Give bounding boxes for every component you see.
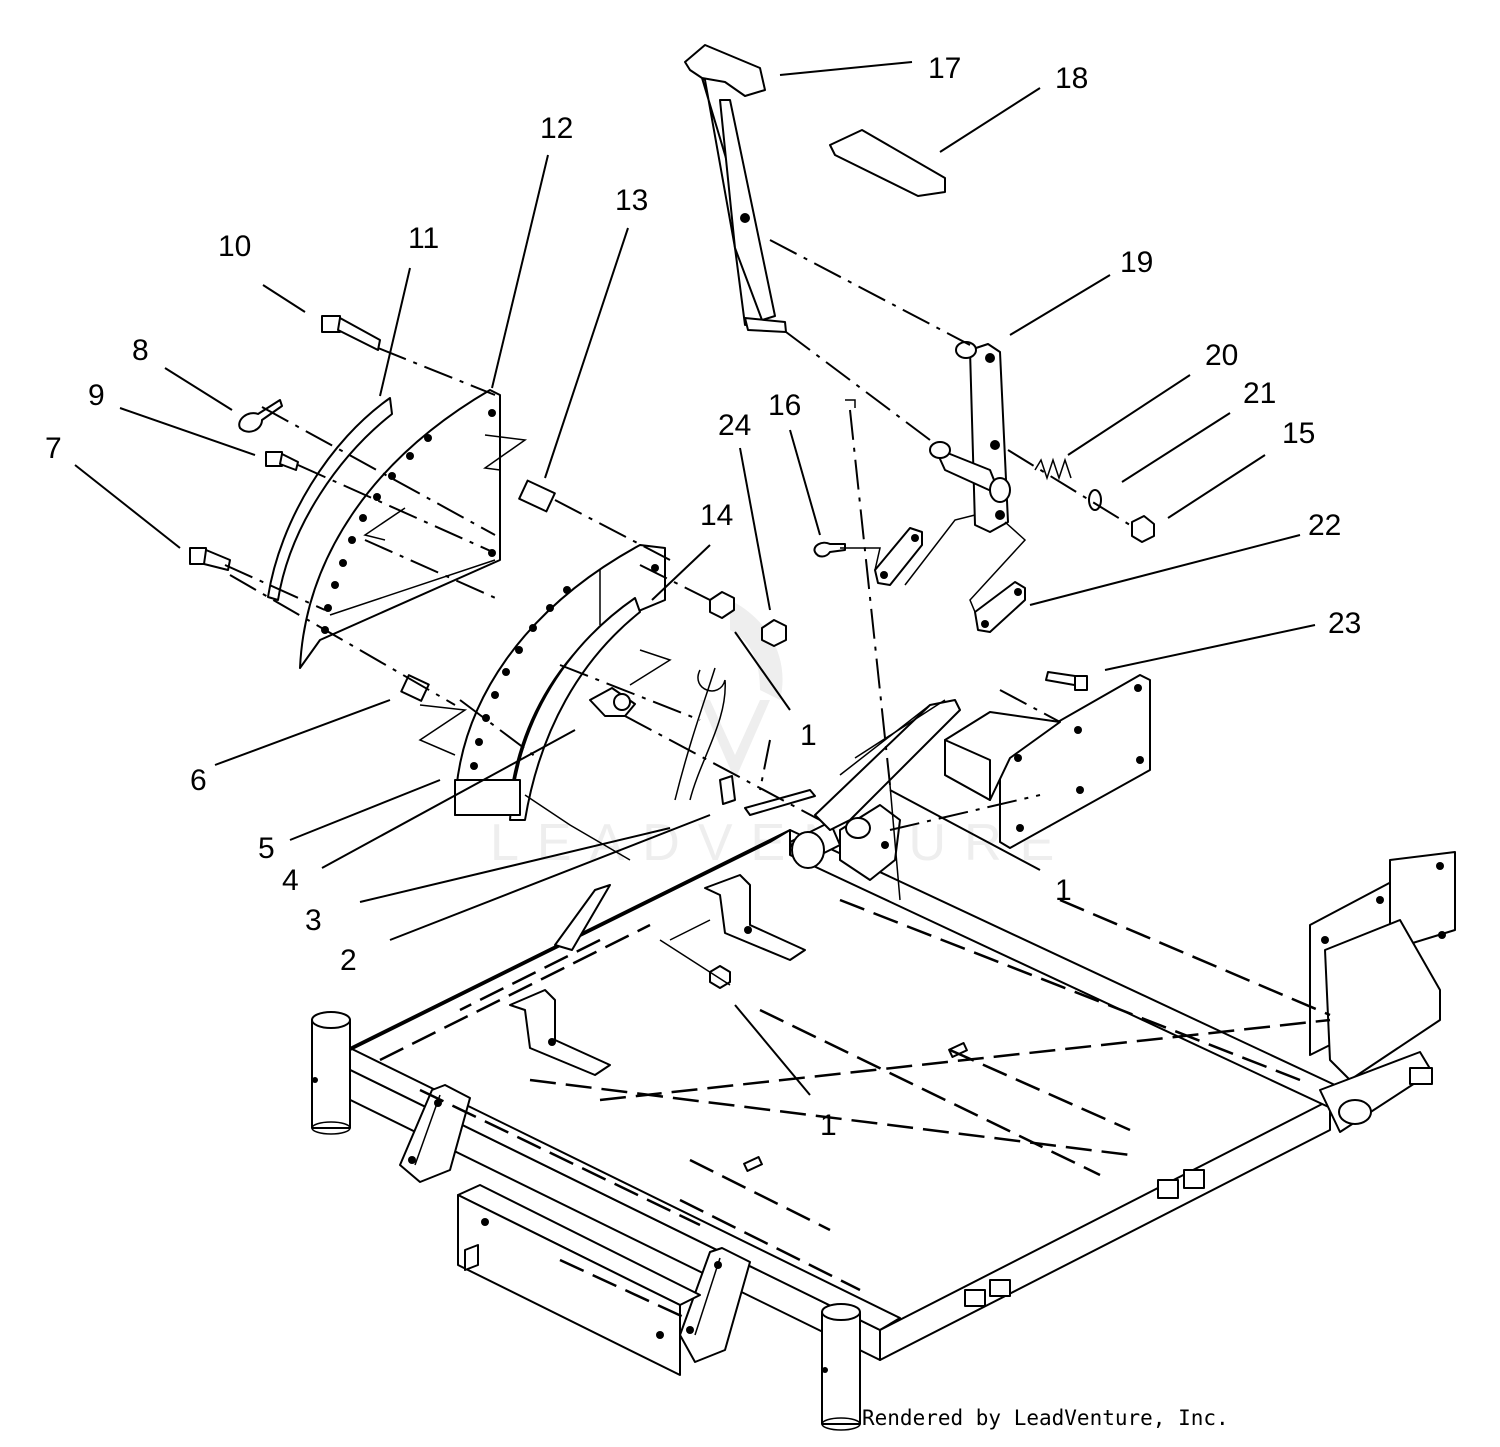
assembly-lines (224, 239, 1131, 986)
frame-rail-lines (379, 898, 1331, 1322)
callout-14: 14 (700, 499, 733, 532)
callout-23: 23 (1328, 607, 1361, 640)
mower-frame (311, 829, 1456, 1431)
callout-11: 11 (408, 222, 439, 255)
callout-20: 20 (1205, 339, 1238, 372)
hardware (189, 315, 787, 989)
watermark-text: LEADVENTURE (490, 814, 1072, 872)
callout-17: 17 (928, 52, 961, 85)
lift-handle (684, 44, 1155, 691)
callout-1a: 1 (800, 719, 817, 752)
deck-lift-brackets (509, 874, 806, 1076)
callout-22: 22 (1308, 509, 1341, 542)
callout-1b: 1 (1055, 874, 1072, 907)
callout-labels: 1 1 1 2 3 4 5 6 7 8 9 10 11 12 13 14 24 … (45, 52, 1361, 1142)
callout-2: 2 (340, 944, 357, 977)
callout-18: 18 (1055, 62, 1088, 95)
rear-mount-plate (944, 674, 1151, 849)
height-quadrant-assembly (267, 389, 666, 821)
callout-leaders (74, 61, 1316, 1096)
spring (1034, 457, 1072, 481)
watermark: LEADVENTURE (490, 600, 1072, 872)
callout-16: 16 (768, 389, 801, 422)
callout-21: 21 (1243, 377, 1276, 410)
callout-7: 7 (45, 432, 62, 465)
callout-19: 19 (1120, 246, 1153, 279)
callout-10: 10 (218, 230, 251, 263)
callout-4: 4 (282, 864, 299, 897)
callout-1c: 1 (820, 1109, 837, 1142)
callout-9: 9 (88, 379, 105, 412)
callout-8: 8 (132, 334, 149, 367)
callout-24: 24 (718, 409, 751, 442)
callout-6: 6 (190, 764, 207, 797)
callout-15: 15 (1282, 417, 1315, 450)
callout-13: 13 (615, 184, 648, 217)
callout-5: 5 (258, 832, 275, 865)
callout-3: 3 (305, 904, 322, 937)
render-credit: Rendered by LeadVenture, Inc. (862, 1406, 1229, 1430)
callout-12: 12 (540, 112, 573, 145)
quadrant-holes-rear (321, 409, 496, 634)
